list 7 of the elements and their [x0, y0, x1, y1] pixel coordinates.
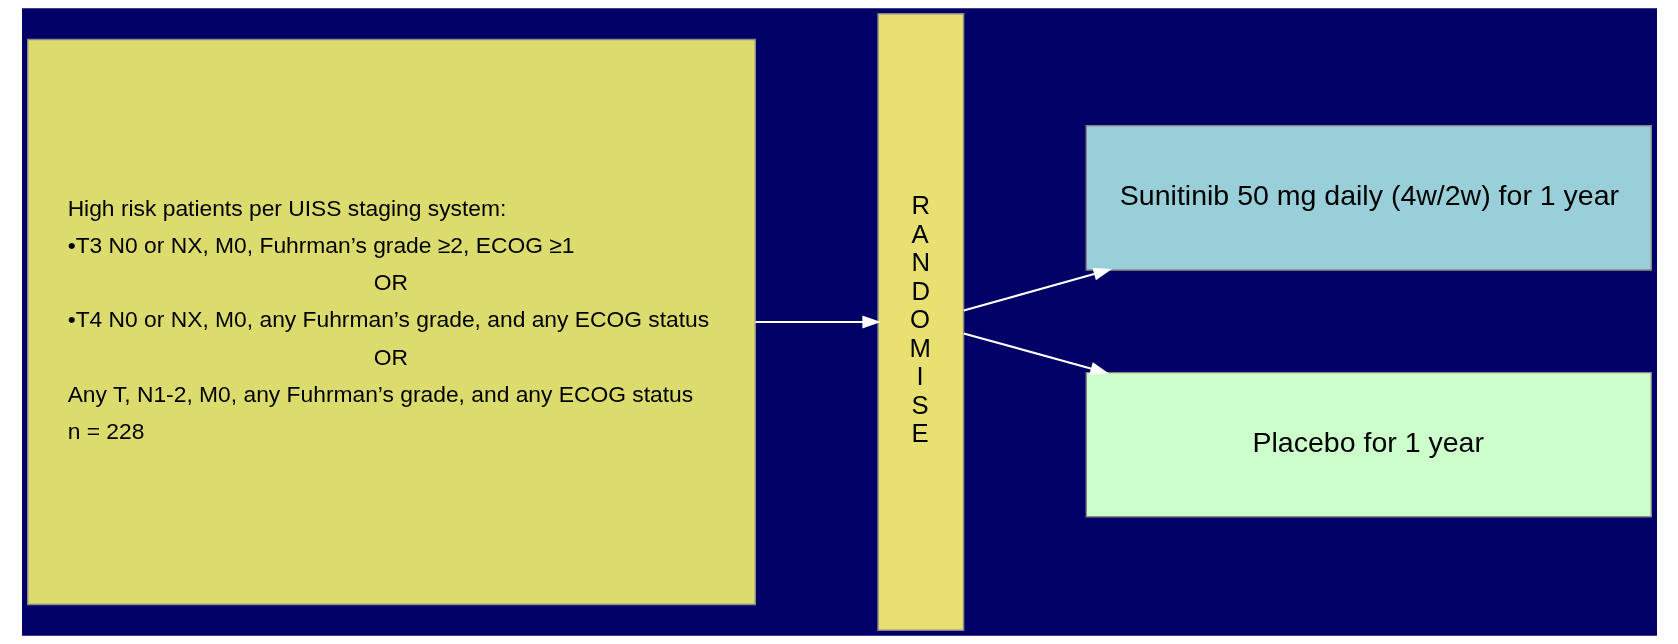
arrow: [962, 332, 1109, 375]
arrow: [962, 267, 1112, 312]
node-box: High risk patients per UISS staging system: •T3 N0 or NX, M0, Fuhrman’s grade ≥2, ECOG ≥1 OR •T4 N0 or NX, M0, any Fuhrman’s grade, and any ECOG status OR Any T, N1-2, M0, any Fuhrman’s grade, and any ECOG status n = 228: [26, 38, 756, 606]
node-box: Placebo for 1 year: [1085, 371, 1652, 518]
arrow: [754, 315, 881, 329]
node-box: Sunitinib 50 mg daily (4w/2w) for 1 year: [1085, 125, 1652, 271]
node-box: RANDOMISE: [876, 13, 964, 631]
